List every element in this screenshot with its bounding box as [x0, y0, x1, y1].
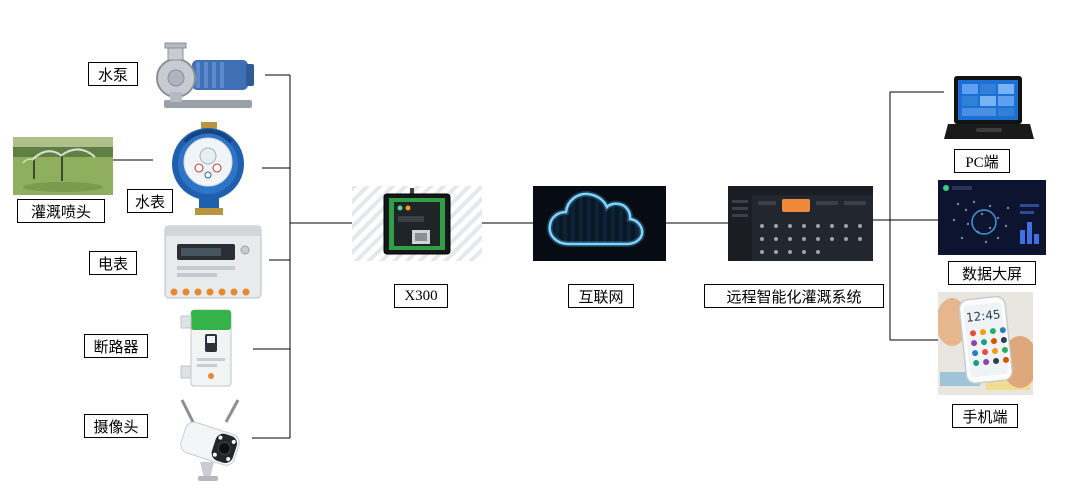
label-pc-text: PC端: [965, 154, 999, 171]
label-water-meter-text: 水表: [134, 194, 165, 211]
sprinkler-field-illustration: [13, 137, 113, 195]
label-pc: PC端: [954, 149, 1010, 173]
circuit-breaker-image: [167, 306, 253, 392]
water-pump-image: [150, 38, 265, 118]
label-pump: 水泵: [88, 62, 138, 86]
x300-gateway-image: [352, 186, 482, 261]
label-data-screen: 数据大屏: [948, 261, 1036, 285]
irrigation-system-image: [728, 186, 873, 261]
camera-image: [170, 396, 252, 484]
label-breaker: 断路器: [84, 334, 148, 358]
x300-gateway-illustration: [352, 186, 482, 261]
label-phone: 手机端: [952, 404, 1018, 428]
sprinkler-field-image: [13, 137, 113, 195]
label-data-screen-text: 数据大屏: [961, 266, 1022, 283]
circuit-breaker-illustration: [167, 306, 253, 392]
label-camera-text: 摄像头: [93, 419, 139, 436]
internet-cloud-illustration: [533, 186, 666, 261]
electric-meter-illustration: [157, 222, 269, 302]
pc-laptop-image: [944, 73, 1034, 148]
label-electric-meter-text: 电表: [97, 256, 128, 273]
camera-illustration: [170, 396, 252, 484]
label-electric-meter: 电表: [89, 251, 137, 275]
label-irrigation-system: 远程智能化灌溉系统: [704, 284, 884, 308]
label-water-meter: 水表: [127, 189, 173, 213]
label-phone-text: 手机端: [962, 409, 1008, 426]
label-internet-text: 互联网: [578, 289, 624, 306]
pc-laptop-illustration: [944, 73, 1034, 148]
label-pump-text: 水泵: [97, 67, 128, 84]
label-internet: 互联网: [568, 284, 634, 308]
label-sprinkler-text: 灌溉喷头: [30, 204, 91, 221]
mobile-phone-illustration: 12:45: [938, 292, 1033, 395]
label-irrigation-system-text: 远程智能化灌溉系统: [726, 289, 862, 306]
label-x300-text: X300: [404, 287, 438, 304]
label-sprinkler: 灌溉喷头: [17, 199, 105, 223]
internet-cloud-image: [533, 186, 666, 261]
irrigation-system-illustration: [728, 186, 873, 261]
electric-meter-image: [157, 222, 269, 302]
label-x300: X300: [394, 284, 448, 308]
data-screen-illustration: [938, 180, 1046, 255]
water-pump-illustration: [150, 38, 265, 118]
label-camera: 摄像头: [84, 414, 148, 438]
label-breaker-text: 断路器: [93, 339, 139, 356]
data-screen-image: [938, 180, 1046, 255]
phone-clock-text: 12:45: [965, 307, 1001, 325]
mobile-phone-image: 12:45: [938, 292, 1033, 395]
